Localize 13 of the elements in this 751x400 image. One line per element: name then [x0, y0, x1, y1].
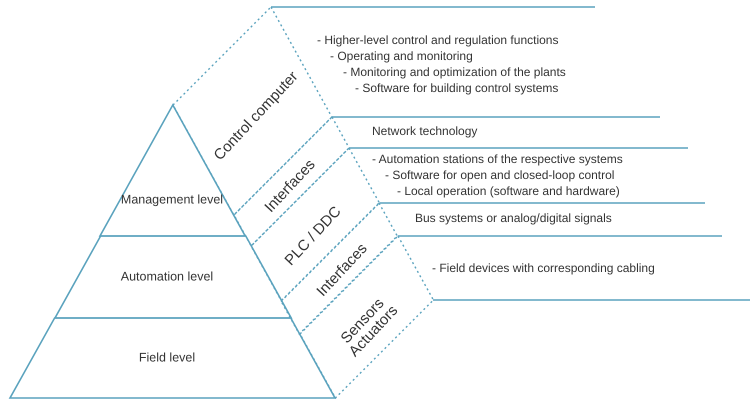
bullet-item: - Operating and monitoring: [330, 49, 473, 64]
level-label: Field level: [138, 350, 196, 366]
bullet-item: - Monitoring and optimization of the plants: [343, 65, 566, 80]
bullet-item: - Automation stations of the respective systems: [372, 152, 623, 167]
level-label: Automation level: [120, 270, 214, 284]
bullet-item: - Higher-level control and regulation functions: [317, 33, 558, 48]
bullet-item: - Software for building control systems: [355, 81, 558, 96]
description-text: Network technology: [372, 124, 478, 139]
bullet-item: - Local operation (software and hardware): [397, 184, 620, 199]
bullet-item: - Field devices with corresponding cabling: [432, 261, 655, 276]
description-text: Bus systems or analog/digital signals: [415, 211, 612, 226]
bullet-item: - Software for open and closed-loop control: [385, 168, 614, 183]
level-label: Management level: [120, 192, 224, 208]
